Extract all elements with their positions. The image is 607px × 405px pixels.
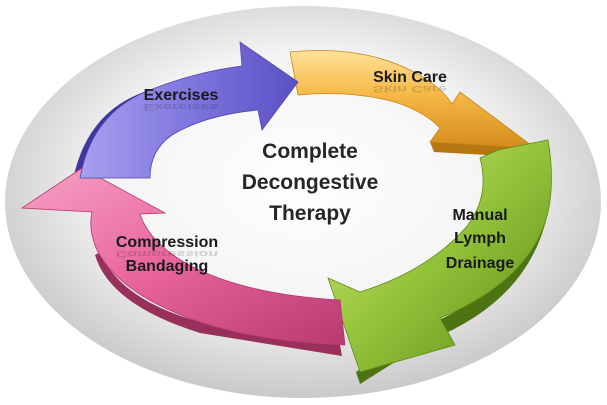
exercises-label-line: Exercises <box>144 87 219 104</box>
center-title-line-1: Complete <box>262 140 358 163</box>
skin-care-arrow <box>289 50 537 149</box>
drainage-label-line: Drainage <box>446 255 515 272</box>
exercises-label-reflection: Exercises <box>144 102 219 113</box>
skin-care-label-reflection: Skin Care <box>373 84 447 95</box>
center-title-line-2: Decongestive <box>242 171 379 194</box>
exercises-arrow <box>79 41 299 179</box>
center-title: Complete Decongestive Therapy <box>242 140 379 225</box>
compression-bandaging-arrow <box>20 167 346 346</box>
skin-care-label: Skin Care Skin Care <box>373 69 447 95</box>
compression-bandaging-arrow-side <box>95 252 342 356</box>
compression-label-line: Compression <box>116 234 218 251</box>
compression-bandaging-label: Compression Compression Bandaging <box>116 234 218 275</box>
bandaging-label-line: Bandaging <box>126 258 209 275</box>
skin-care-label-line: Skin Care <box>373 69 447 86</box>
manual-lymph-drainage-arrow <box>327 139 552 373</box>
center-title-line-3: Therapy <box>269 202 351 225</box>
lymph-label-line: Lymph <box>454 230 506 247</box>
exercises-label: Exercises Exercises <box>144 87 219 113</box>
manual-label-line: Manual <box>452 207 507 224</box>
compression-label-reflection: Compression <box>116 249 218 260</box>
manual-lymph-drainage-label: Manual Lymph Drainage <box>446 207 515 272</box>
